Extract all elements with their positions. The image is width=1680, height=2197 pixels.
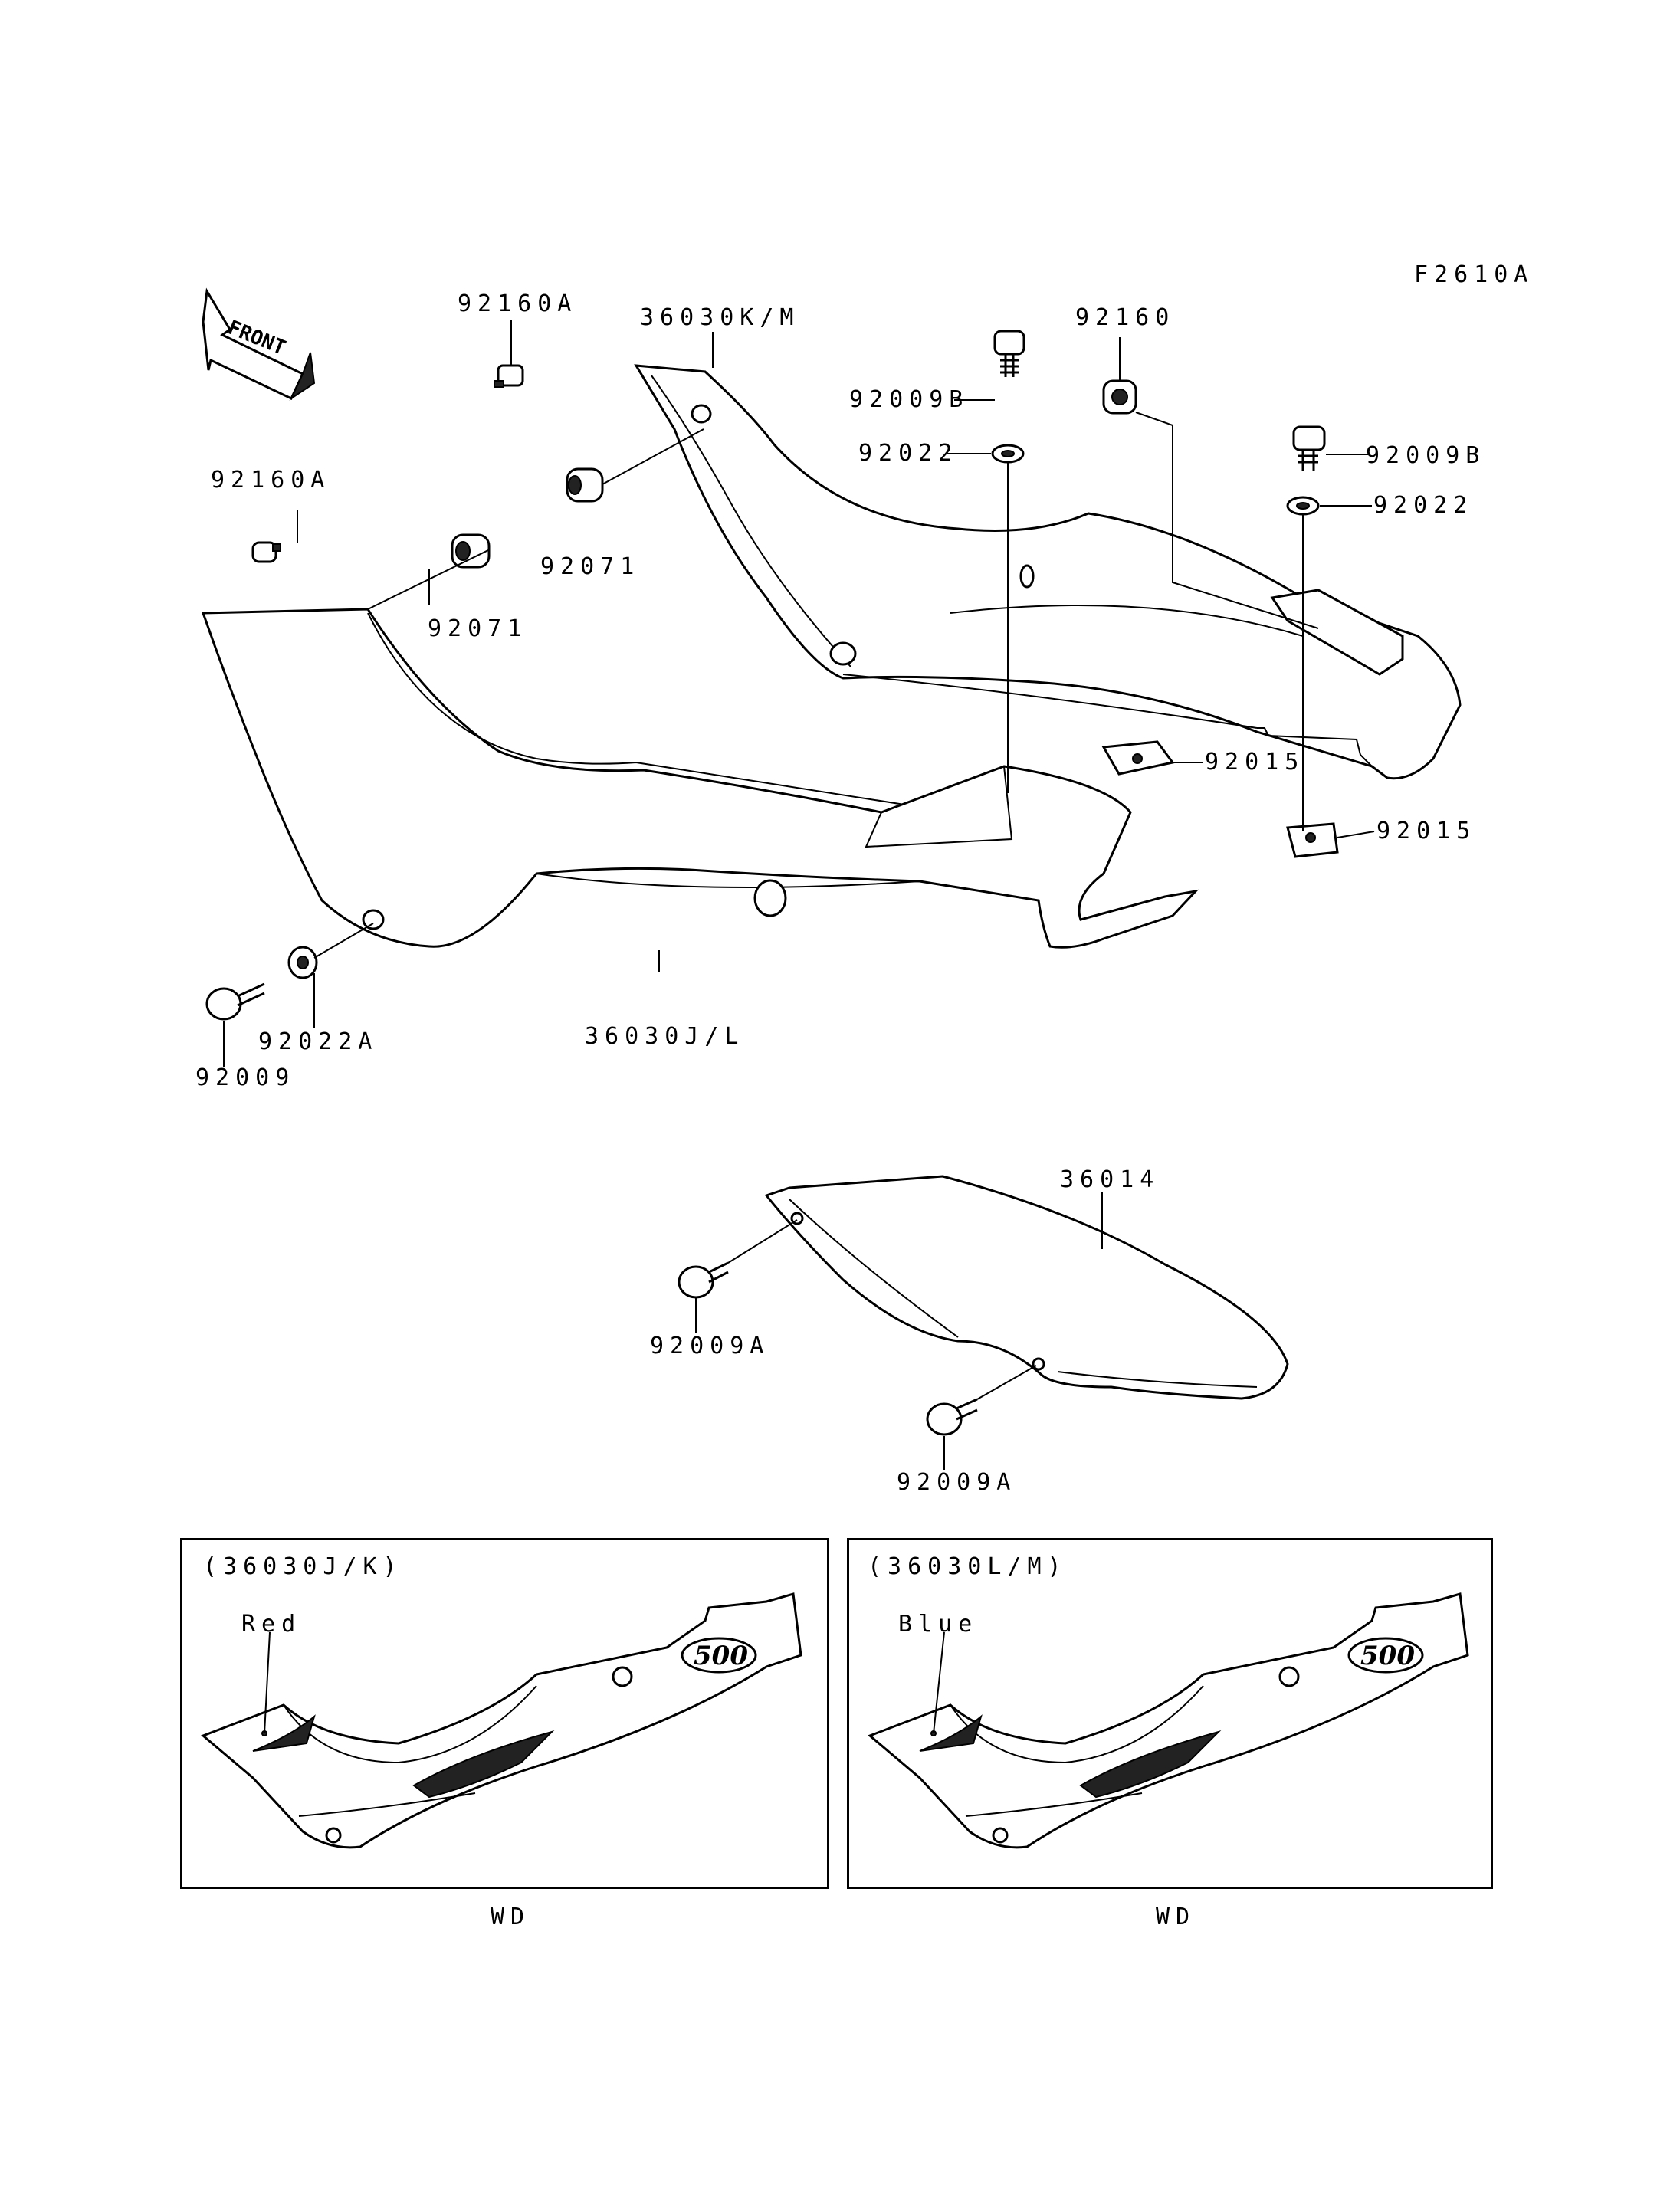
grommet-92160A-top-icon <box>494 364 524 388</box>
part-label-92009b-mid: 92009B <box>849 386 970 413</box>
part-label-92160a-top: 92160A <box>458 290 578 317</box>
washer-92022A-icon <box>287 946 318 979</box>
part-label-36014: 36014 <box>1060 1166 1160 1193</box>
part-label-92071-left: 92071 <box>428 615 528 642</box>
part-label-36030km: 36030K/M <box>640 304 800 331</box>
panel-left-color-label: Red <box>241 1611 302 1638</box>
bolt-92009A-bottom-icon <box>926 1398 978 1436</box>
tail-cover-36014 <box>764 1175 1289 1400</box>
part-label-92022-mid: 92022 <box>858 440 959 467</box>
part-label-36030jl: 36030J/L <box>585 1023 745 1050</box>
panel-right-badge: 500 <box>1360 1641 1415 1671</box>
variant-panel-left <box>180 1538 829 1889</box>
leader-lines <box>223 320 1375 1470</box>
part-label-92160a-left: 92160A <box>211 467 331 494</box>
part-label-92009b-right: 92009B <box>1366 442 1486 469</box>
clip-92015-right-icon <box>1286 822 1339 858</box>
bolt-92009B-right-icon <box>1292 425 1326 471</box>
figure-code: F2610A <box>1414 261 1534 288</box>
panel-right-caption: WD <box>1156 1904 1196 1930</box>
panel-left-title: (36030J/K) <box>203 1553 403 1580</box>
grommet-92160A-left-icon <box>251 541 281 563</box>
part-label-92009: 92009 <box>195 1064 296 1091</box>
part-label-92071-mid: 92071 <box>540 553 641 580</box>
clip-92015-mid-icon <box>1101 740 1175 776</box>
grommet-92071-mid-icon <box>566 467 604 503</box>
part-label-92009a-bottom: 92009A <box>897 1469 1017 1496</box>
panel-left-caption: WD <box>491 1904 531 1930</box>
variant-panel-right <box>847 1538 1493 1889</box>
bolt-92009B-mid-icon <box>993 330 1025 377</box>
front-arrow-icon: FRONT <box>202 287 316 401</box>
panel-right-color-label: Blue <box>898 1611 979 1638</box>
washer-92022-right-icon <box>1286 496 1320 516</box>
panel-left-badge: 500 <box>694 1641 748 1671</box>
panel-right-cover-illustration: 500 <box>868 1592 1469 1849</box>
bolt-92009-icon <box>205 982 265 1021</box>
part-label-92160: 92160 <box>1075 304 1176 331</box>
panel-right-title: (36030L/M) <box>868 1553 1068 1580</box>
bolt-92009A-top-icon <box>678 1261 729 1299</box>
grommet-92071-left-icon <box>451 533 491 569</box>
part-label-92022a: 92022A <box>258 1028 379 1055</box>
part-label-92009a-top: 92009A <box>650 1333 770 1359</box>
seat-cover-36030km <box>634 364 1462 780</box>
part-label-92015-mid: 92015 <box>1205 749 1305 776</box>
panel-left-cover-illustration: 500 <box>201 1592 802 1849</box>
washer-92022-mid-icon <box>991 444 1025 464</box>
part-label-92022-right: 92022 <box>1373 492 1474 519</box>
grommet-92160-icon <box>1102 379 1137 415</box>
side-cover-36030jl <box>201 608 1199 949</box>
part-label-92015-right: 92015 <box>1376 818 1477 844</box>
